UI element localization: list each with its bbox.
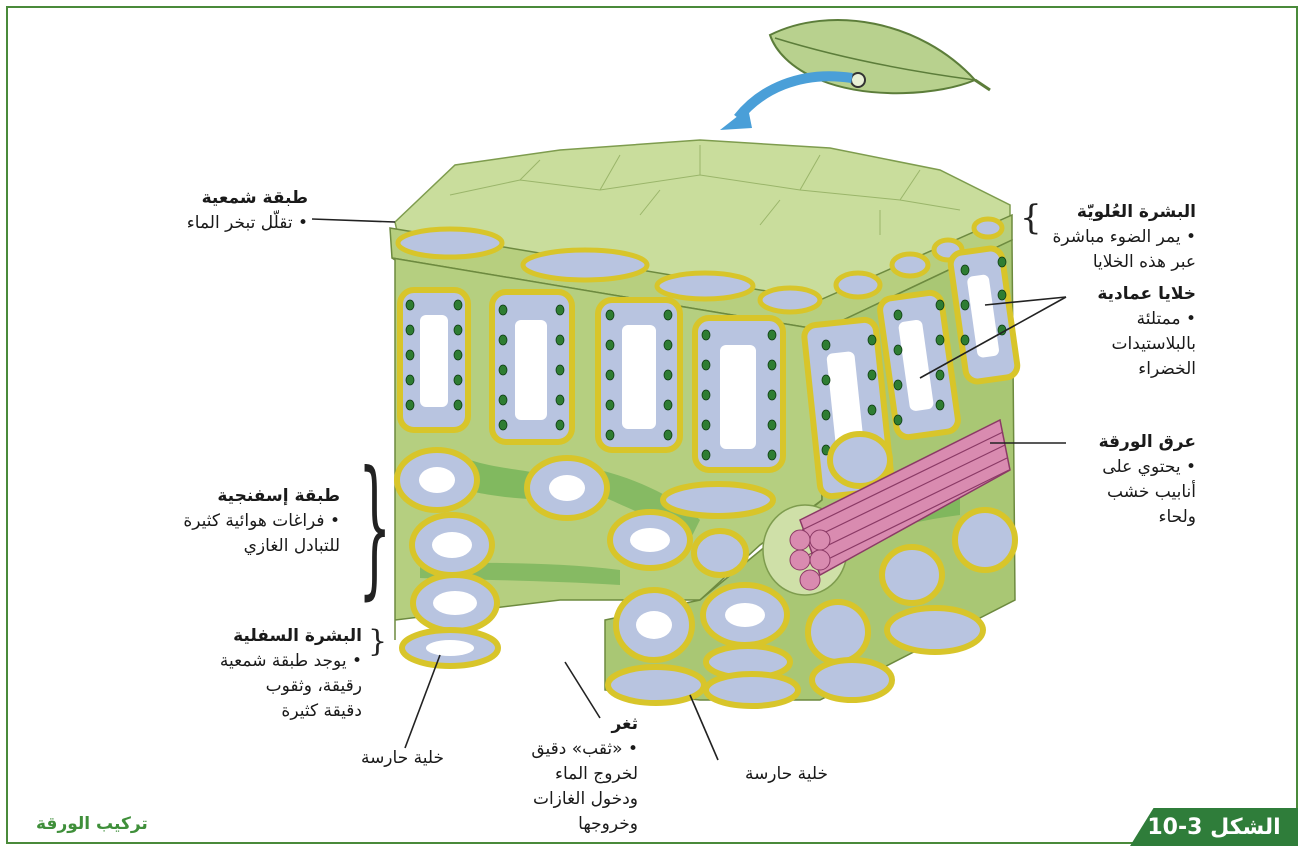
waxy-layer-line-1: • تقلّل تبخر الماء [187,211,308,236]
stoma-line-3: ودخول الغازات [531,787,638,812]
lower-epidermis-title: البشرة السفلية [220,624,362,649]
upper-epidermis-title: البشرة العُلويّة [1052,200,1196,225]
lower-epidermis-brace: } [368,624,387,659]
vein-line-1: • يحتوي على [1099,455,1196,480]
figure-number-badge: الشكل 3-10 [1130,808,1298,846]
lower-epidermis-label: البشرة السفلية • يوجد طبقة شمعية رقيقة، … [220,624,362,724]
waxy-layer-title: طبقة شمعية [187,186,308,211]
spongy-label: طبقة إسفنجية • فراغات هوائية كثيرة للتبا… [183,484,340,559]
guard-cell-left-title: خلية حارسة [361,746,444,771]
upper-epidermis-line-1: • يمر الضوء مباشرة [1052,225,1196,250]
stoma-line-4: وخروجها [531,812,638,837]
palisade-label: خلايا عمادية • ممتلئة بالبلاستيدات الخضر… [1097,282,1196,382]
guard-cell-right-title: خلية حارسة [745,762,828,787]
vein-title: عرق الورقة [1099,430,1196,455]
lower-epidermis-line-1: • يوجد طبقة شمعية [220,649,362,674]
spongy-line-2: للتبادل الغازي [183,534,340,559]
spongy-line-1: • فراغات هوائية كثيرة [183,509,340,534]
vein-line-3: ولحاء [1099,505,1196,530]
figure-title: تركيب الورقة [36,814,148,834]
palisade-line-2: بالبلاستيدات [1097,332,1196,357]
vein-label: عرق الورقة • يحتوي على أنابيب خشب ولحاء [1099,430,1196,530]
lower-epidermis-line-2: رقيقة، وثقوب [220,674,362,699]
guard-cell-right-label: خلية حارسة [745,762,828,787]
palisade-title: خلايا عمادية [1097,282,1196,307]
stoma-line-2: لخروج الماء [531,762,638,787]
waxy-layer-label: طبقة شمعية • تقلّل تبخر الماء [187,186,308,236]
stoma-label: ثغر • «ثقب» دقيق لخروج الماء ودخول الغاز… [531,712,638,837]
palisade-line-1: • ممتلئة [1097,307,1196,332]
upper-epidermis-brace: { [1020,198,1042,238]
spongy-title: طبقة إسفنجية [183,484,340,509]
palisade-line-3: الخضراء [1097,357,1196,382]
upper-epidermis-line-2: عبر هذه الخلايا [1052,250,1196,275]
spongy-brace: } [358,452,391,602]
stoma-line-1: • «ثقب» دقيق [531,737,638,762]
lower-epidermis-line-3: دقيقة كثيرة [220,699,362,724]
guard-cell-left-label: خلية حارسة [361,746,444,771]
stoma-title: ثغر [531,712,638,737]
vein-line-2: أنابيب خشب [1099,480,1196,505]
upper-epidermis-label: البشرة العُلويّة • يمر الضوء مباشرة عبر … [1052,200,1196,275]
